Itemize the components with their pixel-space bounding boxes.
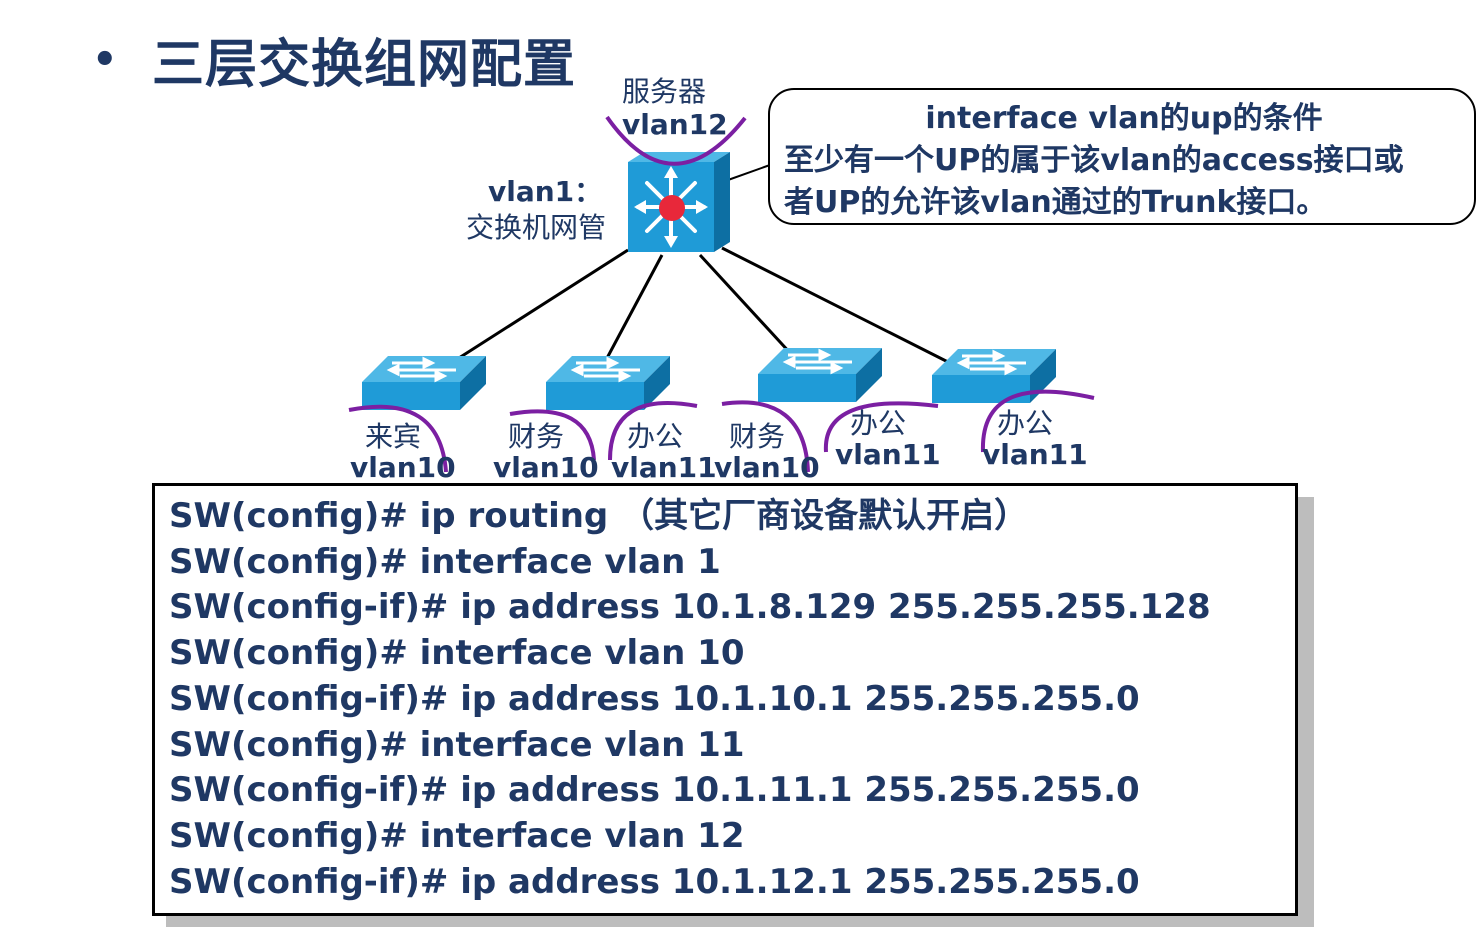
link-3 xyxy=(698,253,794,357)
command-line: SW(config-if)# ip address 10.1.8.129 255… xyxy=(169,587,1211,628)
slide-title: 三层交换组网配置 xyxy=(152,35,577,95)
command-line: SW(config)# interface vlan 10 xyxy=(169,633,745,674)
arc-guest xyxy=(348,404,448,473)
core-dot xyxy=(659,195,685,221)
vlan12-arc xyxy=(605,115,747,166)
command-line: SW(config)# interface vlan 12 xyxy=(169,815,745,856)
bullet-icon: • xyxy=(92,36,118,83)
command-box: SW(config)# ip routing （其它厂商设备默认开启） SW(c… xyxy=(152,483,1298,916)
core-switch-icon xyxy=(628,152,730,252)
server-label: 服务器 xyxy=(622,75,707,108)
arc-sw4-office xyxy=(980,389,1095,453)
arc-sw2-finance xyxy=(509,409,596,461)
arc-sw3-finance xyxy=(721,400,810,473)
group-label-sw3-office: 办公 xyxy=(850,407,907,440)
command-line: SW(config)# interface vlan 11 xyxy=(169,724,745,765)
vlan-arcs xyxy=(348,389,1095,473)
group-vlan-sw4-office: vlan11 xyxy=(982,438,1088,471)
group-vlan-sw2-finance: vlan10 xyxy=(493,451,599,484)
link-4 xyxy=(721,246,949,364)
command-line: SW(config-if)# ip address 10.1.10.1 255.… xyxy=(169,678,1140,719)
slide-title-row: • 三层交换组网配置 xyxy=(92,22,576,97)
access-switch-4-icon xyxy=(932,349,1056,403)
group-label-sw3-finance: 财务 xyxy=(729,420,786,453)
access-switch-1-icon xyxy=(362,356,486,410)
callout-pointer xyxy=(727,164,771,181)
group-label-sw2-office: 办公 xyxy=(627,420,684,453)
callout-line-2: 者UP的允许该vlan通过的Trunk接口。 xyxy=(784,185,1327,220)
arc-sw3-office xyxy=(823,401,939,453)
link-2 xyxy=(604,254,664,361)
access-switch-2-icon xyxy=(546,356,670,410)
command-line: SW(config)# interface vlan 1 xyxy=(169,541,721,582)
group-vlan-sw3-finance: vlan10 xyxy=(714,451,820,484)
access-switch-3-icon xyxy=(758,348,882,402)
group-label-guest: 来宾 xyxy=(365,420,422,453)
group-vlan-sw2-office: vlan11 xyxy=(611,451,717,484)
group-label-sw2-finance: 财务 xyxy=(508,420,565,453)
mgmt-vlan-label: vlan1： xyxy=(488,175,603,208)
callout-line-1: 至少有一个UP的属于该vlan的access接口或 xyxy=(784,143,1404,178)
callout-title: interface vlan的up的条件 xyxy=(925,101,1323,136)
callout-box: interface vlan的up的条件 至少有一个UP的属于该vlan的acc… xyxy=(768,88,1476,225)
group-label-sw4-office: 办公 xyxy=(997,407,1054,440)
arc-sw2-office xyxy=(608,401,698,461)
link-1 xyxy=(447,248,629,367)
mgmt-desc-label: 交换机网管 xyxy=(466,211,607,244)
command-line: SW(config)# ip routing （其它厂商设备默认开启） xyxy=(169,496,1029,536)
group-vlan-sw3-office: vlan11 xyxy=(835,438,941,471)
server-vlan-label: vlan12 xyxy=(622,108,728,141)
command-line: SW(config-if)# ip address 10.1.12.1 255.… xyxy=(169,861,1140,902)
links xyxy=(447,246,949,367)
group-vlan-guest: vlan10 xyxy=(350,451,456,484)
command-line: SW(config-if)# ip address 10.1.11.1 255.… xyxy=(169,770,1140,811)
